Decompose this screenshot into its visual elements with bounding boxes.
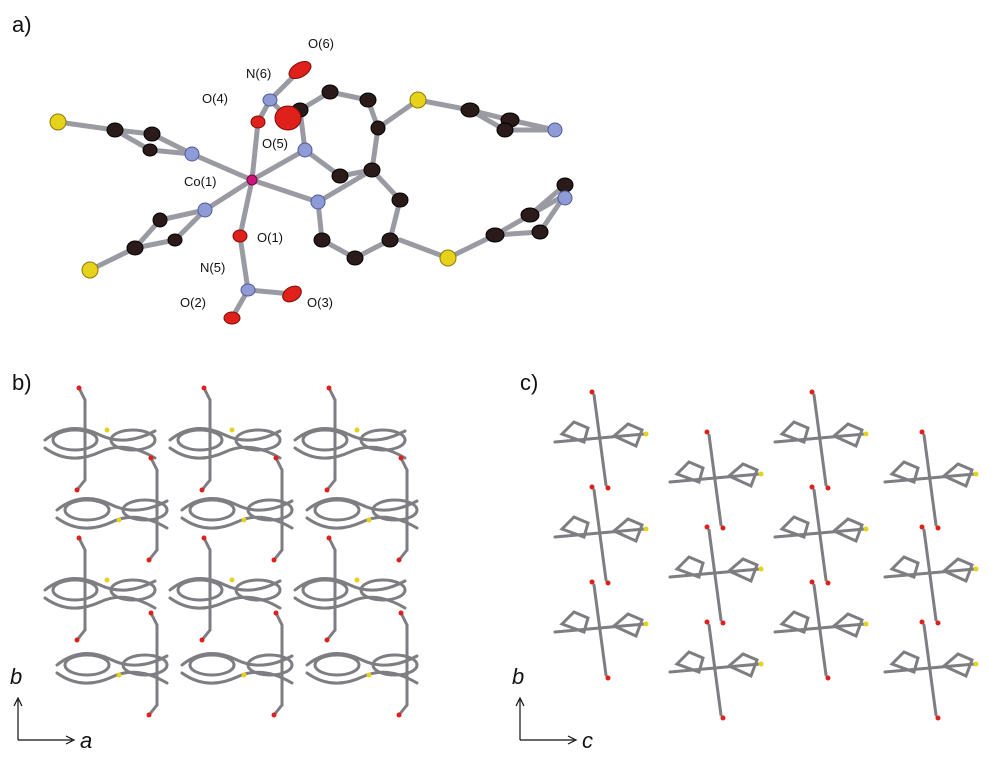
label-o1: O(1): [257, 230, 283, 245]
axis-arrows-c: [515, 696, 578, 745]
packing-b-unit: [180, 610, 294, 718]
packing-view-c: [553, 389, 979, 721]
packing-b-unit: [168, 535, 282, 643]
packing-b-unit: [55, 455, 169, 563]
axis-c-vertical: b: [512, 664, 525, 689]
packing-c-unit: [773, 389, 869, 491]
packing-c-unit: [668, 429, 764, 531]
packing-b-unit: [180, 455, 294, 563]
bonds: [55, 67, 568, 321]
packing-c-unit: [553, 389, 649, 491]
packing-b-row: [43, 385, 407, 493]
packing-c-unit: [773, 484, 869, 586]
axis-c-horizontal: c: [582, 728, 593, 753]
packing-b-unit: [293, 385, 407, 493]
packing-c-unit: [883, 524, 979, 626]
packing-b-row: [55, 455, 419, 563]
panel-a-label: a): [12, 12, 32, 37]
axis-arrows-b: [13, 696, 76, 745]
panel-c-label: c): [520, 370, 539, 395]
packing-b-unit: [43, 535, 157, 643]
packing-b-unit: [55, 610, 169, 718]
packing-b-unit: [43, 385, 157, 493]
label-o2: O(2): [180, 295, 206, 310]
packing-b-row: [43, 535, 407, 643]
packing-b-unit: [305, 455, 419, 563]
packing-b-unit: [305, 610, 419, 718]
panel-b-label: b): [12, 370, 32, 395]
label-o5: O(5): [262, 136, 288, 151]
packing-c-unit: [553, 484, 649, 586]
nitrogen-atoms: [184, 93, 573, 297]
sulfur-atoms: [49, 91, 457, 279]
label-co1: Co(1): [184, 174, 217, 189]
label-o6: O(6): [308, 36, 334, 51]
label-n5: N(5): [200, 260, 225, 275]
packing-c-unit: [883, 619, 979, 721]
packing-c-unit: [668, 619, 764, 721]
label-n6: N(6): [246, 66, 271, 81]
packing-b-unit: [293, 535, 407, 643]
packing-c-unit: [883, 429, 979, 531]
packing-b-unit: [168, 385, 282, 493]
packing-c-unit: [668, 524, 764, 626]
packing-c-unit: [773, 579, 869, 681]
label-o3: O(3): [307, 295, 333, 310]
axis-b-vertical: b: [10, 664, 23, 689]
label-o4: O(4): [202, 91, 228, 106]
cobalt-atom: [246, 174, 258, 186]
packing-b-row: [55, 610, 419, 718]
carbon-atoms: [106, 84, 574, 266]
axis-b-horizontal: a: [80, 728, 93, 753]
packing-c-unit: [553, 579, 649, 681]
oxygen-atoms: [223, 60, 312, 325]
packing-view-b: [43, 385, 419, 718]
